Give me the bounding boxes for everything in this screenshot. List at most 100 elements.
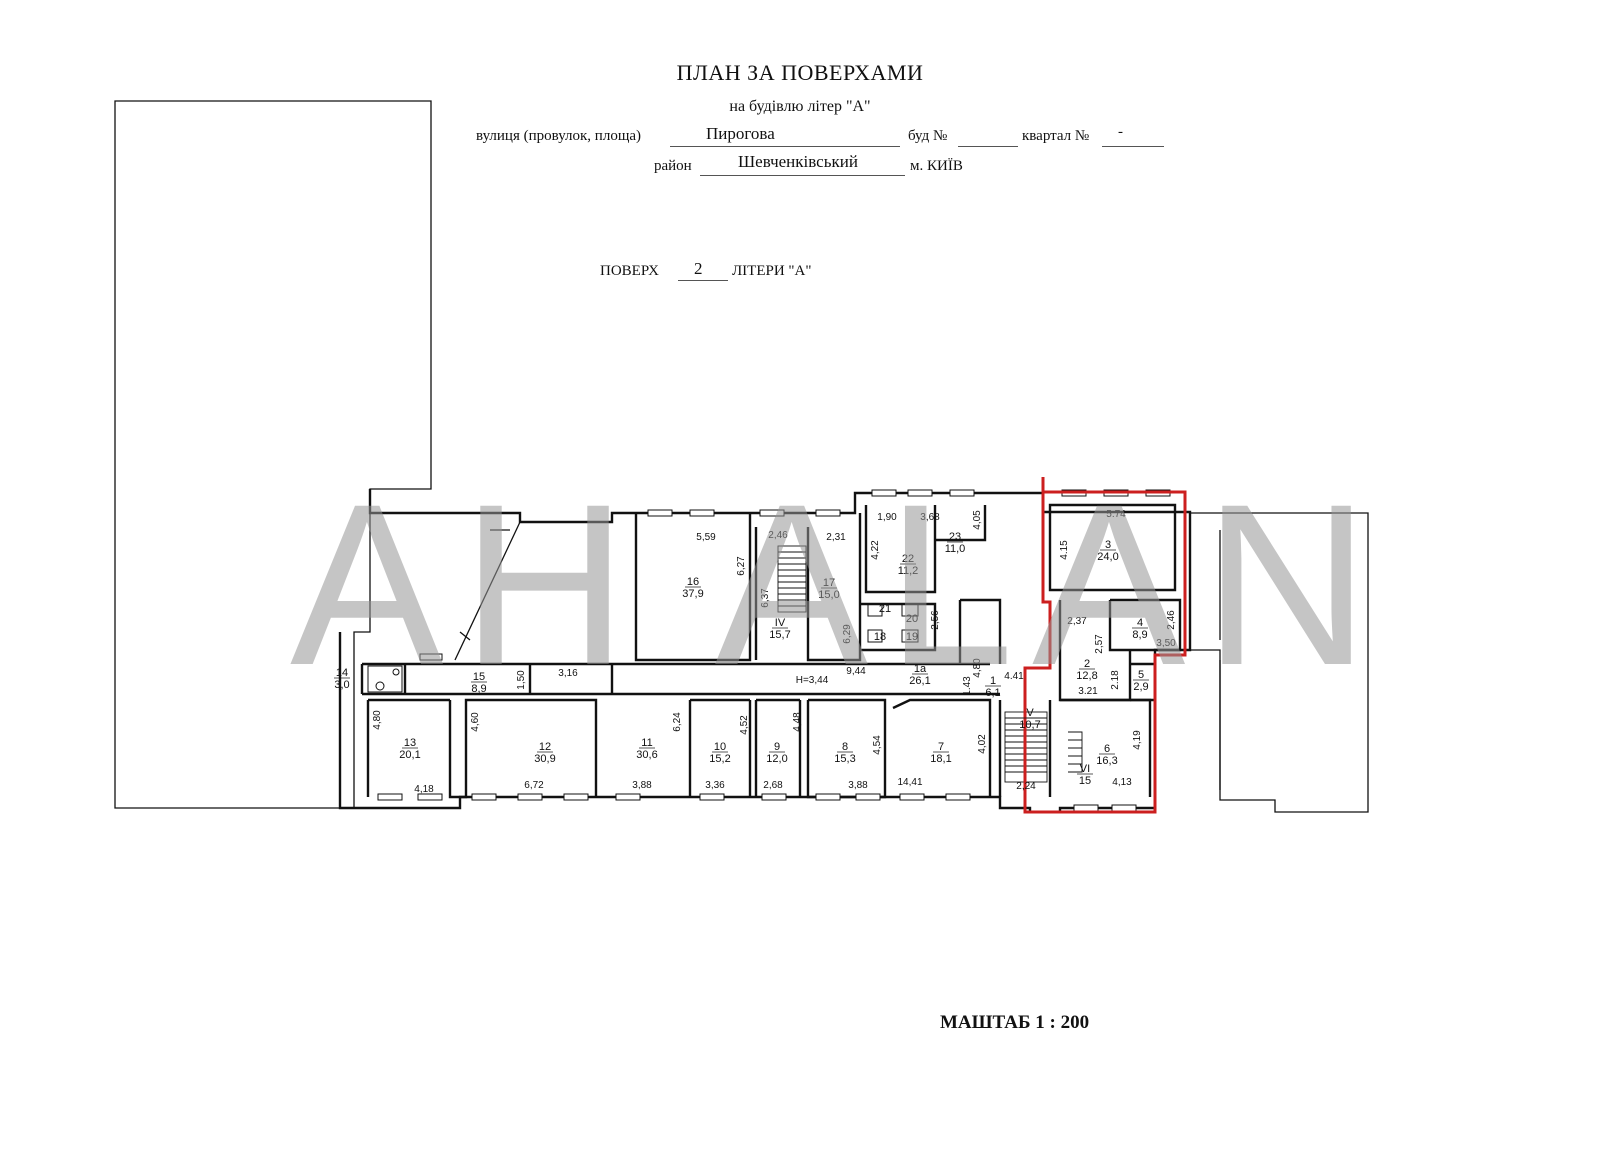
dimension-label: 5,59 (696, 532, 716, 543)
dimension-label: 4,19 (1132, 730, 1143, 750)
annex-outline (1190, 512, 1369, 813)
room-area: 3,0 (334, 679, 349, 691)
room-number: 21 (879, 603, 891, 615)
stairs-iv (777, 545, 807, 613)
dimension-label: 3.21 (1078, 686, 1098, 697)
room-number: 1а (914, 663, 927, 675)
dimension-label: 1,50 (516, 670, 527, 690)
dimension-label: 2,46 (1166, 610, 1177, 630)
room-number: 22 (902, 553, 914, 565)
street-underline (670, 146, 900, 147)
room-area: 12,8 (1076, 670, 1097, 682)
room-number: IV (775, 617, 786, 629)
room-area: 11,2 (898, 565, 919, 577)
room-number: 10 (714, 741, 726, 753)
highlighted-premises-outline (1023, 477, 1187, 814)
dimension-label: 2,31 (826, 532, 846, 543)
room-number: 23 (949, 531, 961, 543)
room-number: 4 (1137, 617, 1143, 629)
dimension-label: 5.74 (1106, 509, 1126, 520)
dimension-label: 2,68 (763, 780, 783, 791)
building-walls (338, 489, 1192, 814)
dimension-label: 14,41 (897, 777, 922, 788)
dimension-label: 4,52 (739, 715, 750, 735)
floor-underline (678, 280, 728, 281)
building-label: буд № (908, 128, 948, 144)
room-number: 19 (906, 631, 918, 643)
room-area: 15,3 (834, 753, 855, 765)
dimension-label: 4,60 (470, 712, 481, 732)
dimension-label: 4,18 (414, 784, 434, 795)
room-area: 15 (1079, 775, 1091, 787)
room-number: 20 (906, 613, 918, 625)
dimension-label: 3,16 (558, 668, 578, 679)
dimension-label: 4,13 (1112, 777, 1132, 788)
room-number: 7 (938, 741, 944, 753)
room-area: 26,1 (909, 675, 930, 687)
dimension-label: 2.18 (1110, 670, 1121, 690)
room-area: 37,9 (682, 588, 703, 600)
dimension-label: 6,29 (842, 624, 853, 644)
dimension-label: 6,27 (736, 556, 747, 576)
stairs-vi (1068, 731, 1083, 773)
courtyard-outline (114, 100, 432, 809)
dimension-label: 4,22 (870, 540, 881, 560)
dimension-label: 2,46 (768, 530, 788, 541)
block-label: квартал № (1022, 128, 1090, 144)
diagonal-wall-detail (459, 529, 510, 641)
room-area: 20,1 (399, 749, 420, 761)
dimension-label: 2,24 (1016, 781, 1036, 792)
district-label: район (654, 158, 692, 174)
room-area: 15,2 (709, 753, 730, 765)
dimension-label: 4,02 (977, 734, 988, 754)
dimension-label: 3,50 (1156, 638, 1176, 649)
dimension-label: 6,37 (760, 588, 771, 608)
dimension-label: 4.15 (1059, 540, 1070, 560)
city-label: м. КИЇВ (910, 158, 963, 174)
room-area: 30,6 (636, 749, 657, 761)
room-area: 12,0 (766, 753, 787, 765)
district-value: Шевченківський (738, 152, 858, 171)
dimension-label: 4,80 (972, 658, 983, 678)
diagonal-wall (454, 521, 521, 661)
room-area: 2,9 (1133, 681, 1148, 693)
floor-value: 2 (694, 259, 703, 278)
district-underline (700, 175, 905, 176)
street-value: Пирогова (706, 124, 775, 143)
dimension-label: 4,48 (792, 712, 803, 732)
dimension-label: 3,88 (632, 780, 652, 791)
room-number: 16 (687, 576, 699, 588)
room-area: 10,7 (1019, 719, 1040, 731)
room-area: 15,0 (818, 589, 839, 601)
dimension-label: 4,80 (372, 710, 383, 730)
room-number: 6 (1104, 743, 1110, 755)
dimension-label: 6,24 (672, 712, 683, 732)
room-area: 8,9 (471, 683, 486, 695)
room-number: 13 (404, 737, 416, 749)
dimension-label: 6,72 (524, 780, 544, 791)
plan-title: ПЛАН ЗА ПОВЕРХАМИ (676, 60, 924, 85)
dimension-label: 1.43 (962, 676, 973, 696)
room-number: 5 (1138, 669, 1144, 681)
block-underline (1102, 146, 1164, 147)
dimension-label: 3,88 (848, 780, 868, 791)
room-number: 15 (473, 671, 485, 683)
sanitary-fixtures (367, 603, 919, 693)
dimension-label: 3,36 (705, 780, 725, 791)
room-area: 24,0 (1097, 551, 1118, 563)
dimension-label: 4,54 (872, 735, 883, 755)
dimension-label: 4,05 (972, 510, 983, 530)
scale-label: МАШТАБ 1 : 200 (940, 1012, 1090, 1033)
room-number: 3 (1105, 539, 1111, 551)
room-number: 14 (336, 667, 348, 679)
room-area: 11,0 (945, 543, 966, 555)
room-number: 9 (774, 741, 780, 753)
dimension-label: H=3,44 (796, 675, 829, 686)
dimension-label: 3,68 (920, 512, 940, 523)
room-area: 16,3 (1096, 755, 1117, 767)
plan-subtitle: на будівлю літер "А" (729, 98, 871, 115)
room-number: 1 (990, 675, 996, 687)
room-area: 18,1 (930, 753, 951, 765)
room-number: VI (1080, 763, 1090, 775)
